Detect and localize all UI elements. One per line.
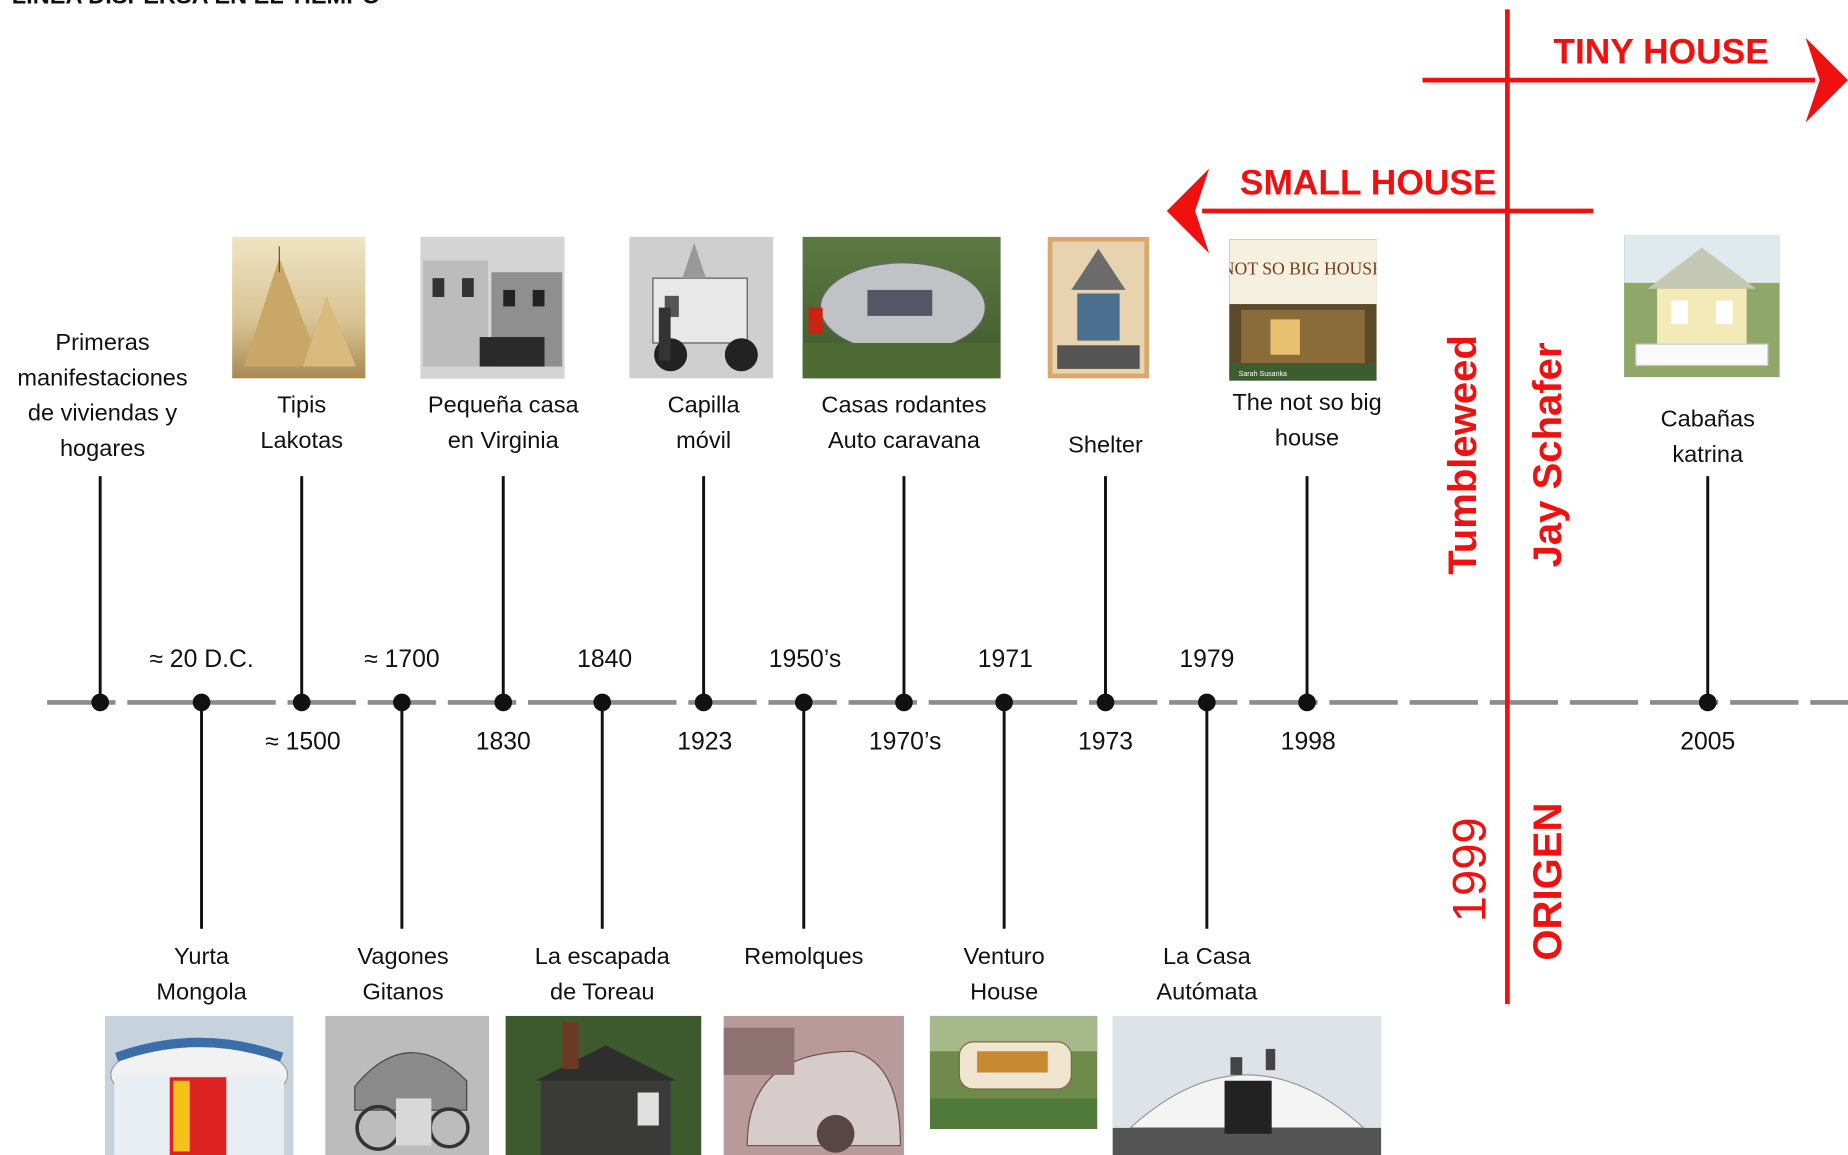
event-label-chapel: Capilla móvil: [667, 392, 740, 454]
venturo-photo: [929, 1015, 1098, 1130]
event-date-yurt: ≈ 20 D.C.: [149, 645, 254, 673]
event-label-tipi: Tipis Lakotas: [260, 392, 344, 454]
thoreau-cabin-photo: [505, 1015, 702, 1155]
event-dot-e7: [694, 693, 713, 712]
jay-schafer-label: Jay Schafer: [1525, 342, 1571, 568]
tumbleweed-label: Tumbleweed: [1440, 335, 1486, 575]
event-dot-e5: [494, 693, 513, 712]
event-label-early-dwellings: Primeras manifestaciones de viviendas y …: [17, 329, 188, 462]
event-date-chapel: 1923: [677, 728, 733, 756]
event-date-gypsy: ≈ 1700: [364, 645, 440, 673]
event-label-gypsy: Vagones Gitanos: [357, 944, 449, 1006]
event-dot-e10: [995, 693, 1013, 712]
event-dot-e2: [192, 693, 211, 712]
event-dot-e9: [895, 693, 913, 712]
event-label-virginia: Pequeña casa en Virginia: [427, 392, 579, 454]
event-dot-e8: [794, 693, 813, 712]
caravan-photo: [802, 236, 1001, 379]
katrina-cottage-photo: [1624, 235, 1780, 378]
page-title: LINEA DISPERSA EN EL TIEMPO: [12, 0, 380, 11]
event-label-trailers: Remolques: [744, 944, 864, 970]
event-dot-e4: [393, 693, 411, 712]
event-label-automata: La Casa Autómata: [1156, 944, 1258, 1006]
event-label-not-so-big: The not so big house: [1232, 390, 1382, 452]
event-date-katrina: 2005: [1680, 728, 1736, 756]
event-date-virginia: 1830: [475, 728, 531, 756]
tiny-house-label: TINY HOUSE: [1553, 32, 1769, 72]
tipi-painting: [232, 236, 366, 379]
yurt-photo: [104, 1015, 294, 1155]
event-dot-e12: [1198, 693, 1216, 712]
event-label-thoreau: La escapada de Toreau: [534, 944, 670, 1006]
event-dot-e1: [91, 693, 110, 712]
event-label-yurt: Yurta Mongola: [156, 944, 247, 1006]
event-dot-e13: [1298, 693, 1316, 712]
small-house-arrow-head: [1166, 168, 1210, 254]
event-date-tipi: ≈ 1500: [265, 728, 341, 756]
book-cover-title: NOT SO BIG HOUSE: [1229, 259, 1376, 279]
event-date-thoreau: 1840: [577, 645, 633, 673]
event-date-automata: 1979: [1179, 645, 1235, 673]
origin-year: 1999: [1444, 817, 1497, 923]
event-dot-e14: [1698, 693, 1717, 712]
event-date-not-so-big: 1998: [1280, 728, 1336, 756]
event-date-shelter: 1973: [1077, 728, 1134, 756]
automata-house-photo: [1112, 1015, 1382, 1155]
event-dot-e3: [292, 693, 311, 712]
event-dot-e11: [1096, 693, 1115, 712]
not-so-big-house-cover: NOT SO BIG HOUSE Sarah Susanka: [1229, 239, 1377, 381]
tiny-house-arrow-head: [1805, 37, 1848, 123]
event-date-venturo: 1971: [977, 645, 1033, 673]
event-date-caravans: 1970’s: [868, 728, 942, 756]
event-label-caravans: Casas rodantes Auto caravana: [821, 392, 987, 454]
gypsy-wagon-photo: [325, 1015, 490, 1155]
origin-label: ORIGEN: [1525, 802, 1571, 961]
mobile-chapel-photo: [629, 236, 774, 379]
event-date-trailers: 1950’s: [768, 645, 842, 673]
event-dot-e6: [593, 693, 612, 712]
book-cover-author: Sarah Susanka: [1239, 371, 1287, 378]
event-label-venturo: Venturo House: [963, 944, 1045, 1006]
shelter-book-cover: [1047, 236, 1150, 379]
event-label-shelter: Shelter: [1068, 432, 1143, 459]
event-label-katrina: Cabañas katrina: [1660, 406, 1755, 468]
virginia-houses-photo: [420, 236, 565, 379]
small-house-label: SMALL HOUSE: [1239, 163, 1497, 203]
trailer-photo: [723, 1015, 904, 1155]
